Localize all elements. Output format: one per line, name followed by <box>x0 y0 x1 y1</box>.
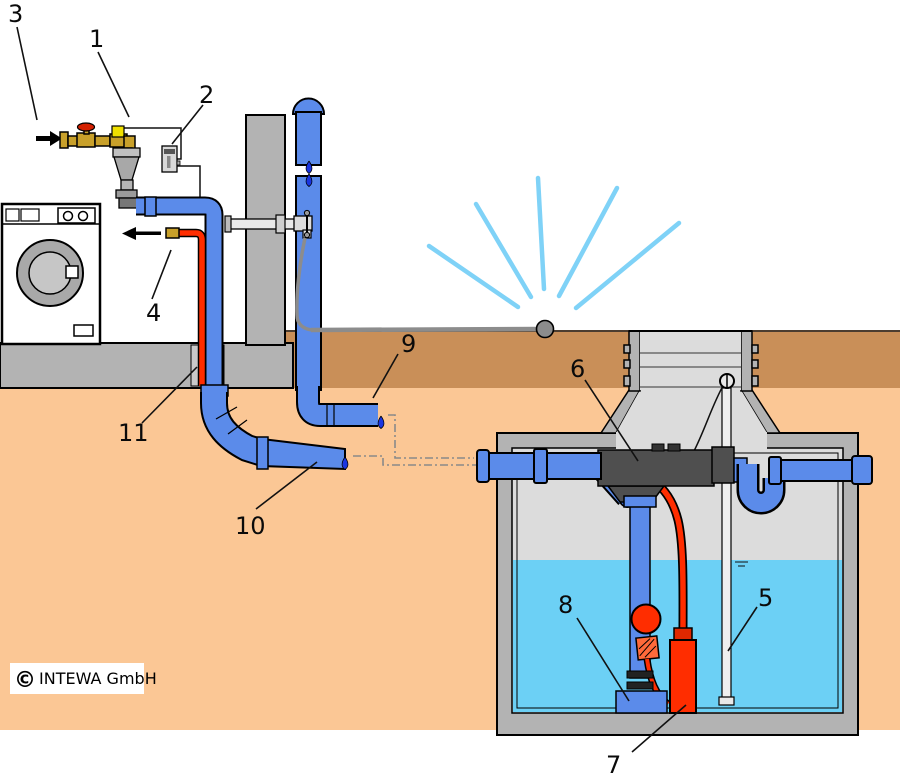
garden-hose-sprinkler <box>295 175 682 339</box>
mains-supply-arrow-icon <box>36 131 62 146</box>
floor-slab <box>0 342 294 389</box>
callout-1: 1 <box>89 25 104 53</box>
suction-unit <box>615 499 671 714</box>
tank-inlet-pipe <box>476 448 602 484</box>
downpipe-underground-run <box>296 386 385 429</box>
knob <box>62 210 74 222</box>
float-ball <box>630 603 662 635</box>
filter-body <box>597 449 715 487</box>
mains-backup-assembly <box>36 122 201 209</box>
garden-hose <box>310 326 539 333</box>
overflow-siphon <box>736 455 873 515</box>
callout-11: 11 <box>118 419 149 447</box>
callout-9: 9 <box>401 330 416 358</box>
washing-machine <box>0 202 102 346</box>
pump-body <box>669 639 697 714</box>
hidden-pipe-routing <box>353 414 476 466</box>
callout-6: 6 <box>570 355 585 383</box>
controller-box <box>161 145 181 173</box>
service-water-pipe <box>122 227 207 386</box>
copyright-symbol: © <box>14 668 36 693</box>
callouts: 3 1 2 4 11 10 9 6 5 8 7 <box>8 0 773 779</box>
shutoff-valve <box>76 132 96 148</box>
callout-4: 4 <box>146 299 161 327</box>
downpipe-inlet <box>291 97 326 115</box>
copyright: © INTEWA GmbH <box>10 663 157 694</box>
valve-handwheel <box>76 122 96 132</box>
sprinkler-head <box>535 319 555 339</box>
rain-downpipe <box>291 97 326 391</box>
knob <box>77 210 89 222</box>
sensor-cable <box>692 383 725 454</box>
float-switch <box>635 635 660 661</box>
copyright-holder: INTEWA GmbH <box>39 669 157 688</box>
tank-feed-pipe <box>136 196 224 389</box>
feed-pipe-underground-run <box>200 384 349 471</box>
callout-3: 3 <box>8 0 23 28</box>
level-indicator <box>692 373 735 706</box>
free-outlet-funnel <box>112 147 141 209</box>
callout-5: 5 <box>758 584 773 612</box>
solenoid-valve <box>111 125 125 138</box>
tap-fitting <box>165 227 180 239</box>
intake-foot <box>615 690 668 714</box>
callout-2: 2 <box>199 81 214 109</box>
callout-8: 8 <box>558 591 573 619</box>
sprinkler-spray <box>426 175 682 311</box>
callout-10: 10 <box>235 512 266 540</box>
overflow-pipe <box>771 459 857 482</box>
outlet-arrow-icon <box>122 227 161 240</box>
garden-tap <box>224 209 313 239</box>
callout-7: 7 <box>606 751 621 779</box>
